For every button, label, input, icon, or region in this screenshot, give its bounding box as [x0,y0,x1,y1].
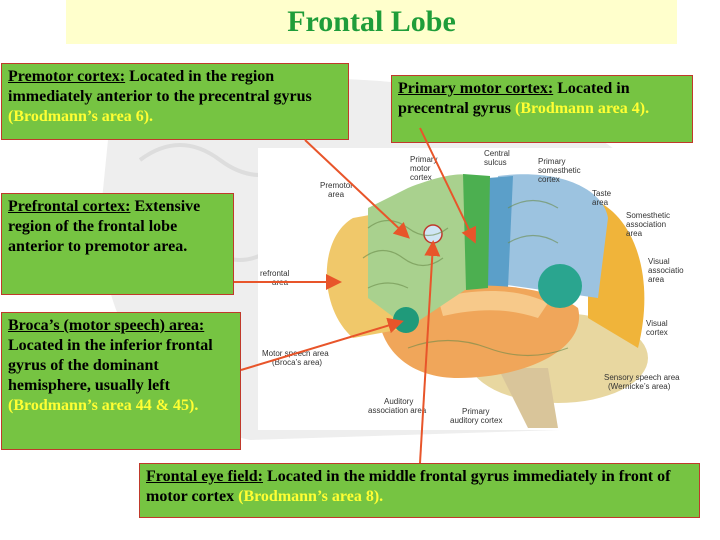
frontal-eye-heading: Frontal eye field: [146,468,264,485]
broca-area-region [393,307,419,333]
primary-motor-heading: Primary motor cortex: [398,80,554,97]
premotor-cortex-text: Located in the region immediately anteri… [8,68,312,105]
broca-heading: Broca’s (motor speech) area: [8,317,205,334]
premotor-cortex-brodmann: (Brodmann’s area 6). [8,108,154,125]
primary-motor-region [463,174,490,290]
wernicke-area-region [538,264,582,308]
brainstem [498,368,558,428]
title-bar: Frontal Lobe [66,0,677,44]
auditory-region [438,291,548,318]
frontal-eye-text: Located in the middle frontal gyrus imme… [146,468,671,505]
frontal-eye-field-marker [423,224,443,244]
premotor-cortex-box: Premotor cortex: Located in the region i… [1,63,349,140]
page-title: Frontal Lobe [287,5,456,38]
broca-area-box: Broca’s (motor speech) area: Located in … [1,312,241,450]
broca-text: Located in the inferior frontal gyrus of… [8,337,213,394]
premotor-cortex-heading: Premotor cortex: [8,68,126,85]
label-sensory-speech: Sensory speech area(Wernicke’s area) [604,373,680,391]
somesthetic-region [493,174,608,298]
frontal-eye-brodmann: (Brodmann’s area 8). [238,488,384,505]
frontal-eye-field-box: Frontal eye field: Located in the middle… [139,463,700,518]
primary-motor-cortex-box: Primary motor cortex: Located in precent… [391,75,693,143]
prefrontal-text: Extensive region of the frontal lobe ant… [8,198,201,255]
prefrontal-cortex-box: Prefrontal cortex: Extensive region of t… [1,193,234,295]
primary-motor-brodmann: (Brodmann area 4). [515,100,650,117]
primary-somesthetic-region [486,176,513,288]
label-motor-speech: Motor speech area(Broca’s area) [262,349,329,367]
primary-motor-text: Located in precentral gyrus [398,80,630,117]
broca-brodmann: (Brodmann’s area 44 & 45). [8,397,199,414]
prefrontal-heading: Prefrontal cortex: [8,198,131,215]
